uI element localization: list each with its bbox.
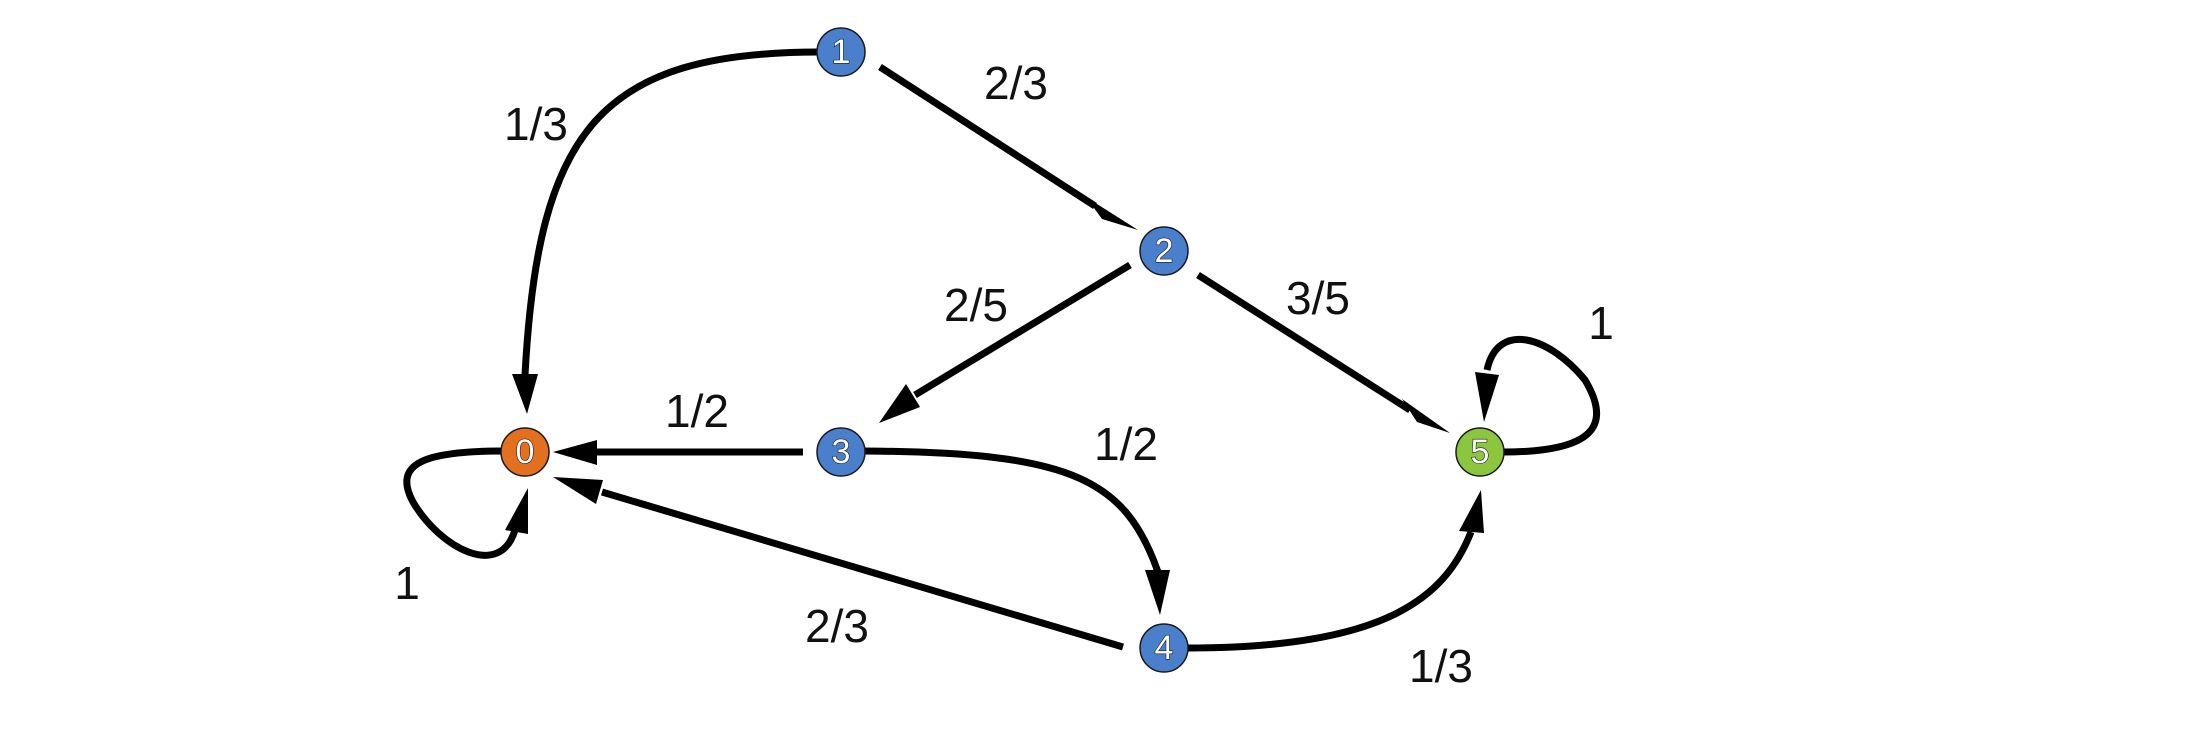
edge-1-to-0: 1/3 <box>504 48 821 414</box>
edge-3-to-4: 1/2 <box>861 418 1170 615</box>
state-node-0-circle <box>500 427 550 477</box>
state-node-0: 0 <box>500 427 550 477</box>
edge-label-2-to-3: 2/5 <box>944 279 1008 331</box>
edge-label-4-to-5: 1/3 <box>1409 640 1473 692</box>
nodes: 0 1 2 3 4 5 <box>500 27 1505 673</box>
state-node-2-circle <box>1139 226 1189 276</box>
edge-5-self-loop: 1 <box>1475 297 1614 456</box>
state-node-1: 1 <box>816 27 866 77</box>
state-node-2-label: 2 <box>1155 232 1174 270</box>
edge-3-to-0: 1/2 <box>553 385 803 465</box>
state-node-0-label: 0 <box>516 433 535 471</box>
state-node-1-label: 1 <box>832 33 851 71</box>
edges: 1/3 2/3 2/5 3/5 1/2 <box>394 48 1614 692</box>
state-node-1-circle <box>816 27 866 77</box>
edge-4-to-0: 2/3 <box>553 477 1124 652</box>
state-node-3-circle <box>816 427 866 477</box>
edge-label-0-to-0: 1 <box>394 557 420 609</box>
state-node-3-label: 3 <box>832 433 851 471</box>
state-node-5-label: 5 <box>1471 433 1490 471</box>
edge-label-1-to-2: 2/3 <box>984 57 1048 109</box>
edge-4-to-5: 1/3 <box>1187 490 1484 692</box>
edge-label-4-to-0: 2/3 <box>805 600 869 652</box>
edge-label-3-to-4: 1/2 <box>1094 418 1158 470</box>
edge-label-5-to-5: 1 <box>1588 297 1614 349</box>
state-node-5: 5 <box>1455 427 1505 477</box>
edge-label-2-to-5: 3/5 <box>1286 272 1350 324</box>
edge-2-to-3: 2/5 <box>879 262 1132 423</box>
edge-label-1-to-0: 1/3 <box>504 98 568 150</box>
edge-0-self-loop: 1 <box>394 447 528 609</box>
edge-1-to-2: 2/3 <box>878 57 1138 230</box>
edge-2-to-5: 3/5 <box>1196 272 1450 433</box>
state-node-4: 4 <box>1139 623 1189 673</box>
state-node-5-circle <box>1455 427 1505 477</box>
state-node-4-circle <box>1139 623 1189 673</box>
edge-label-3-to-0: 1/2 <box>665 385 729 437</box>
state-node-4-label: 4 <box>1155 629 1174 667</box>
state-node-3: 3 <box>816 427 866 477</box>
state-node-2: 2 <box>1139 226 1189 276</box>
